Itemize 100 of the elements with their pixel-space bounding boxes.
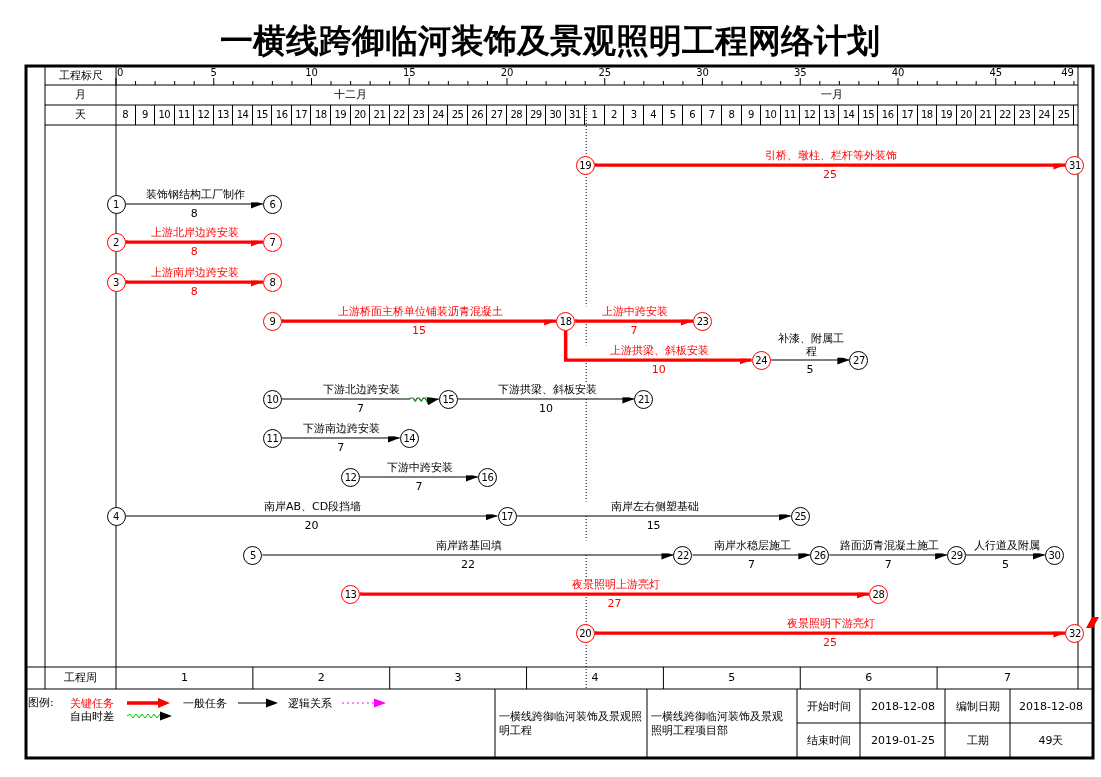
- event-circle: 16: [477, 467, 497, 487]
- day-cell: 21: [976, 105, 996, 125]
- event-circle: 10: [262, 389, 282, 409]
- info-cell-text: 一横线跨御临河装饰及景观照明工程: [498, 709, 643, 739]
- header-label: 天: [74, 107, 87, 124]
- activity-arrow: [594, 160, 1066, 170]
- month-label: 一月: [819, 87, 844, 104]
- event-circle: 12: [341, 467, 361, 487]
- legend-label: 逻辑关系: [288, 697, 332, 711]
- event-circle: 28: [868, 584, 888, 604]
- week-number: 2: [316, 670, 326, 687]
- week-number: 4: [590, 670, 600, 687]
- day-cell: 5: [663, 105, 683, 125]
- event-circle: 18: [556, 311, 576, 331]
- event-circle: 4: [106, 506, 126, 526]
- day-cell: 13: [213, 105, 234, 125]
- header-label: 月: [74, 87, 87, 104]
- info-cell-text: 开始时间: [806, 698, 852, 715]
- diagram-title: 一横线跨御临河装饰及景观照明工程网络计划: [219, 20, 881, 62]
- day-cell: 10: [761, 105, 781, 125]
- activity-arrow: [575, 316, 693, 326]
- week-number: 7: [1003, 670, 1013, 687]
- activity-arrow: [360, 589, 869, 599]
- event-circle: 6: [262, 194, 282, 214]
- event-circle: 32: [1065, 623, 1085, 643]
- info-cell-text: 49天: [1037, 732, 1065, 749]
- day-cell: 19: [937, 105, 957, 125]
- scale-number: 25: [597, 66, 613, 79]
- day-cell: 19: [331, 105, 351, 125]
- legend-label: 自由时差: [70, 710, 114, 724]
- legend-heading: 图例:: [28, 696, 55, 710]
- day-cell: 30: [546, 105, 566, 125]
- day-cell: 16: [272, 105, 292, 125]
- info-cell-text: 工期: [966, 732, 990, 749]
- info-cell-text: 结束时间: [806, 732, 852, 749]
- day-cell: 18: [917, 105, 938, 125]
- info-cell-text: 2019-01-25: [870, 732, 936, 749]
- scale-number: 40: [890, 66, 906, 79]
- legend-label: 关键任务: [70, 697, 114, 711]
- day-cell: 22: [995, 105, 1016, 125]
- event-circle: 31: [1065, 155, 1085, 175]
- info-cell-text: 一横线跨御临河装饰及景观照明工程项目部: [650, 709, 784, 739]
- event-circle: 23: [693, 311, 712, 331]
- day-cell: 25: [1054, 105, 1074, 125]
- day-cell: 23: [1015, 105, 1035, 125]
- event-circle: 25: [790, 506, 810, 526]
- day-cell: 20: [956, 105, 977, 125]
- day-cell: 27: [487, 105, 507, 125]
- day-cell: 14: [839, 105, 859, 125]
- event-circle: 2: [106, 232, 126, 252]
- scale-number: 15: [401, 66, 417, 79]
- day-cell: 15: [858, 105, 879, 125]
- day-cell: 9: [135, 105, 156, 125]
- day-cell: 24: [1034, 105, 1055, 125]
- event-circle: 30: [1044, 545, 1064, 565]
- day-cell: 23: [409, 105, 429, 125]
- day-cell: 12: [194, 105, 214, 125]
- day-cell: 1: [585, 105, 605, 125]
- event-circle: 26: [810, 545, 830, 565]
- day-cell: 17: [898, 105, 918, 125]
- week-number: 3: [453, 670, 463, 687]
- scale-number: 20: [499, 66, 515, 79]
- event-circle: 14: [399, 428, 419, 448]
- day-cell: 12: [800, 105, 820, 125]
- day-cell: 22: [389, 105, 410, 125]
- day-cell: 25: [448, 105, 468, 125]
- event-circle: 22: [673, 545, 693, 565]
- day-cell: 16: [878, 105, 898, 125]
- day-cell: 9: [741, 105, 762, 125]
- event-circle: 8: [262, 272, 282, 292]
- scale-number: 30: [695, 66, 710, 79]
- day-cell: 11: [174, 105, 195, 125]
- day-cell: 26: [467, 105, 488, 125]
- day-cell: 15: [252, 105, 273, 125]
- day-cell: 13: [819, 105, 840, 125]
- activity-arrow: [594, 628, 1066, 638]
- day-cell: 14: [233, 105, 253, 125]
- day-cell: 24: [428, 105, 449, 125]
- day-cell: 21: [370, 105, 390, 125]
- scale-number: 5: [209, 66, 218, 79]
- event-circle: 21: [634, 389, 654, 409]
- event-circle: 11: [262, 428, 282, 448]
- scale-number: 10: [304, 66, 319, 79]
- day-cell: 29: [526, 105, 547, 125]
- week-number: 6: [864, 670, 874, 687]
- day-cell: 2: [604, 105, 625, 125]
- activity-arrow: [563, 330, 752, 365]
- scale-number: 0: [117, 66, 125, 79]
- activity-arrow: [281, 316, 557, 326]
- day-cell: 31: [565, 105, 586, 125]
- day-cell: 17: [291, 105, 312, 125]
- event-circle: 13: [341, 584, 361, 604]
- event-circle: 19: [575, 155, 595, 175]
- day-cell: 8: [116, 105, 136, 125]
- event-circle: 15: [438, 389, 458, 409]
- legend-label: 一般任务: [183, 697, 227, 711]
- info-cell-text: 2018-12-08: [1018, 698, 1084, 715]
- event-circle: 17: [497, 506, 517, 526]
- header-label: 工程周: [63, 670, 98, 687]
- event-circle: 7: [262, 232, 282, 252]
